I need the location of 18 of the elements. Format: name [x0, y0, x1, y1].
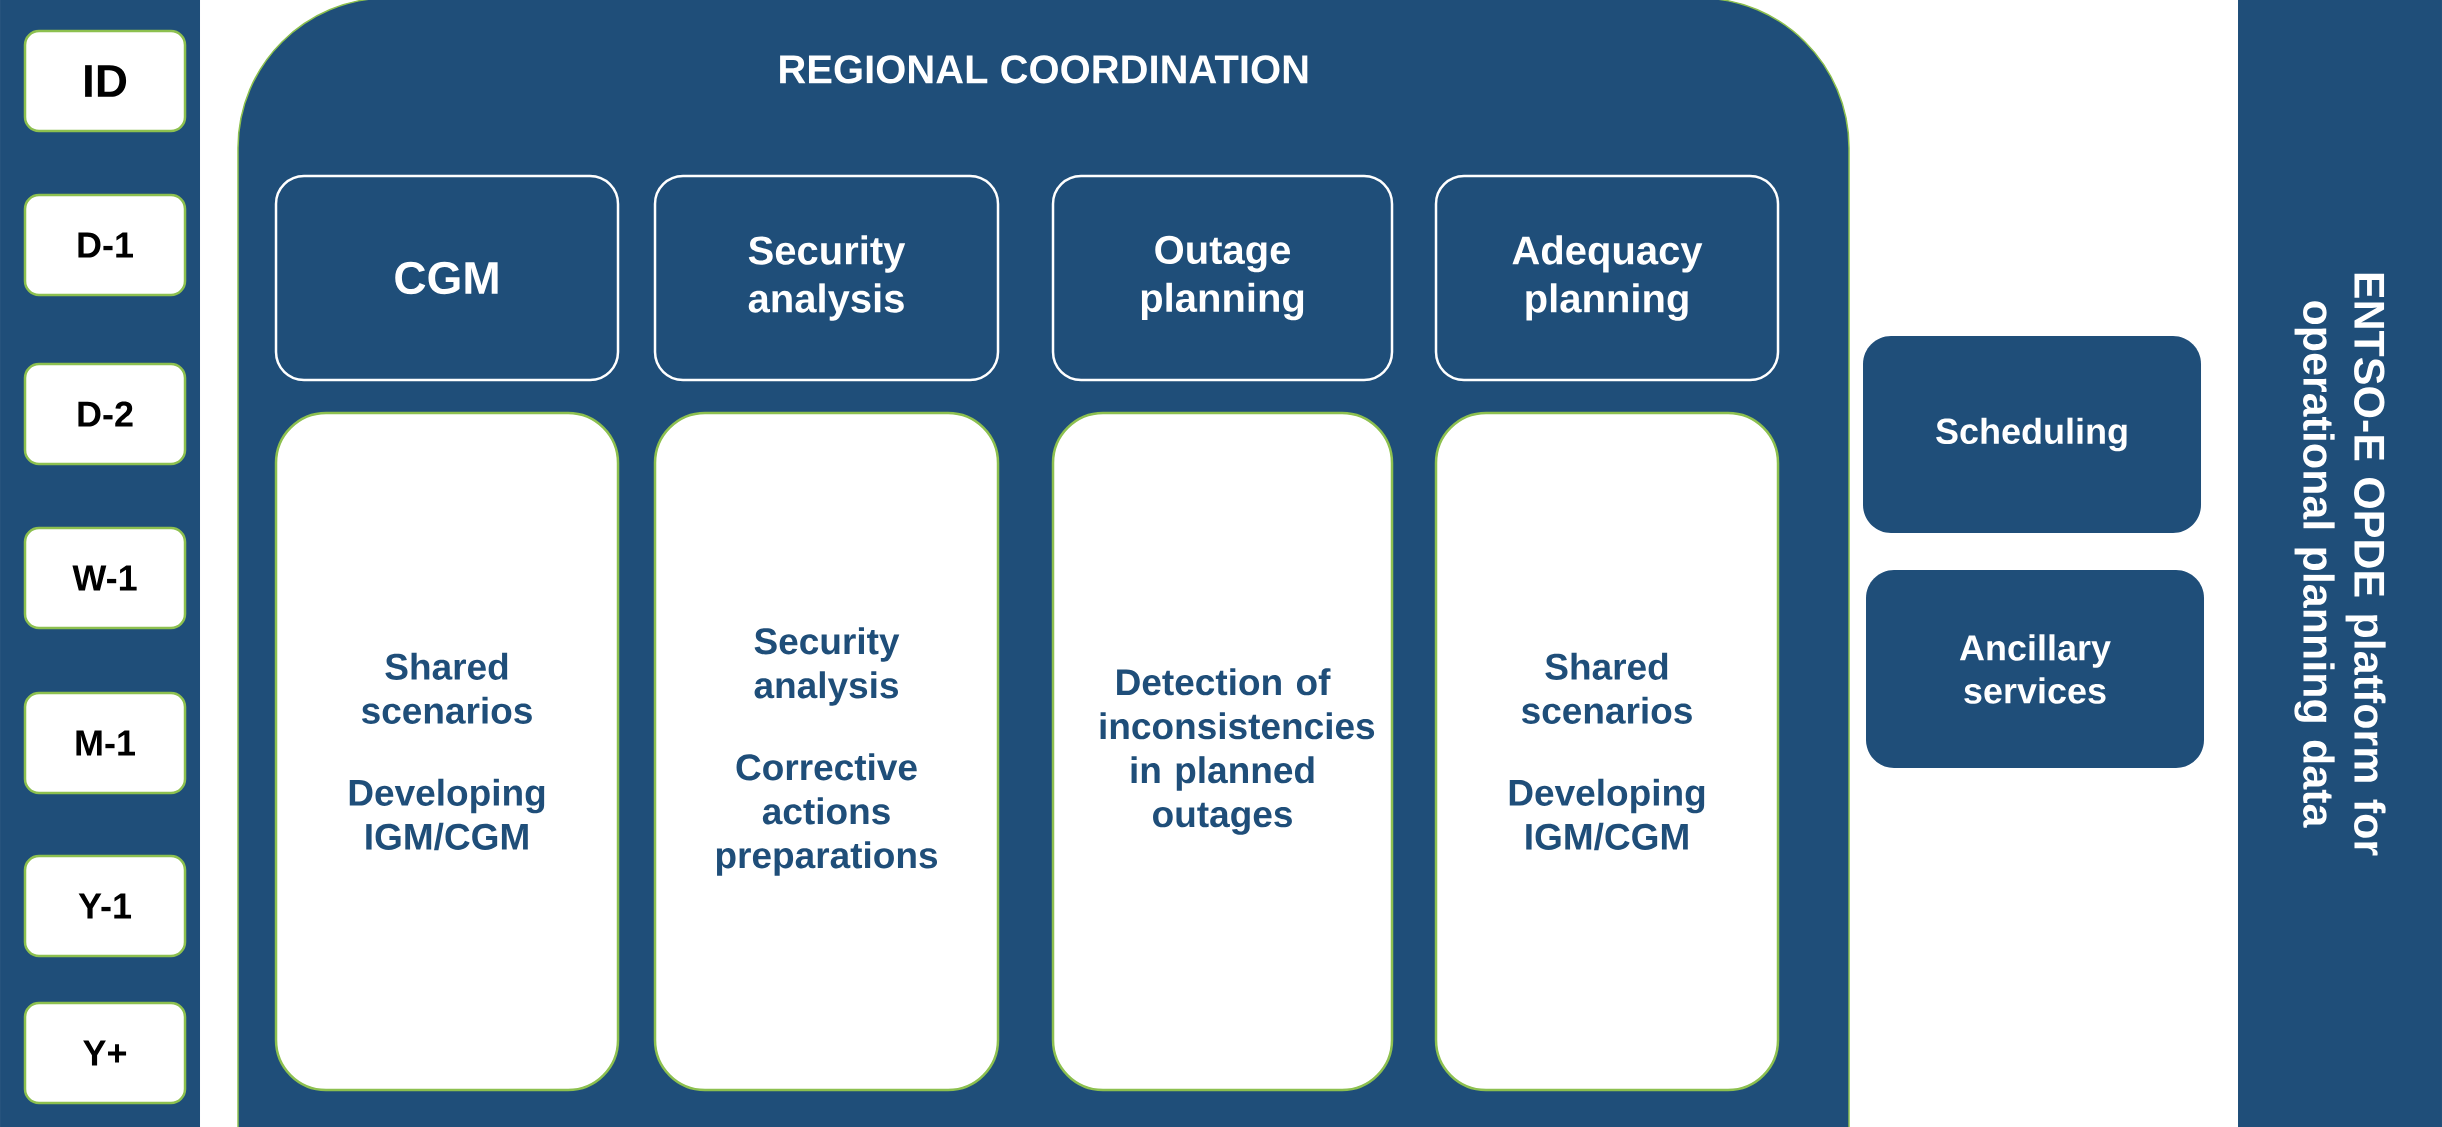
service-box: Scheduling [1863, 336, 2201, 533]
platform-bar: ENTSO-E OPDE platform for operational planning data [2238, 0, 2442, 1127]
horizon-box: Y-1 [23, 854, 187, 958]
service-box: Ancillary services [1866, 570, 2204, 768]
horizon-box: W-1 [23, 526, 187, 630]
service-header-box: CGM [274, 174, 620, 382]
service-header-box: Outage planning [1051, 174, 1394, 382]
service-description-box: Shared scenarios Developing IGM/CGM [274, 411, 620, 1092]
horizon-box: M-1 [23, 691, 187, 795]
horizon-box: ID [23, 29, 187, 133]
horizon-box: D-2 [23, 362, 187, 466]
service-description-box: Detection of inconsistencies in planned outages [1051, 411, 1394, 1092]
service-header-box: Security analysis [653, 174, 1000, 382]
horizon-box: Y+ [23, 1001, 187, 1105]
service-description-box: Shared scenarios Developing IGM/CGM [1434, 411, 1780, 1092]
horizon-box: D-1 [23, 193, 187, 297]
service-description-box: Security analysis Corrective actions preparations [653, 411, 1000, 1092]
service-header-box: Adequacy planning [1434, 174, 1780, 382]
